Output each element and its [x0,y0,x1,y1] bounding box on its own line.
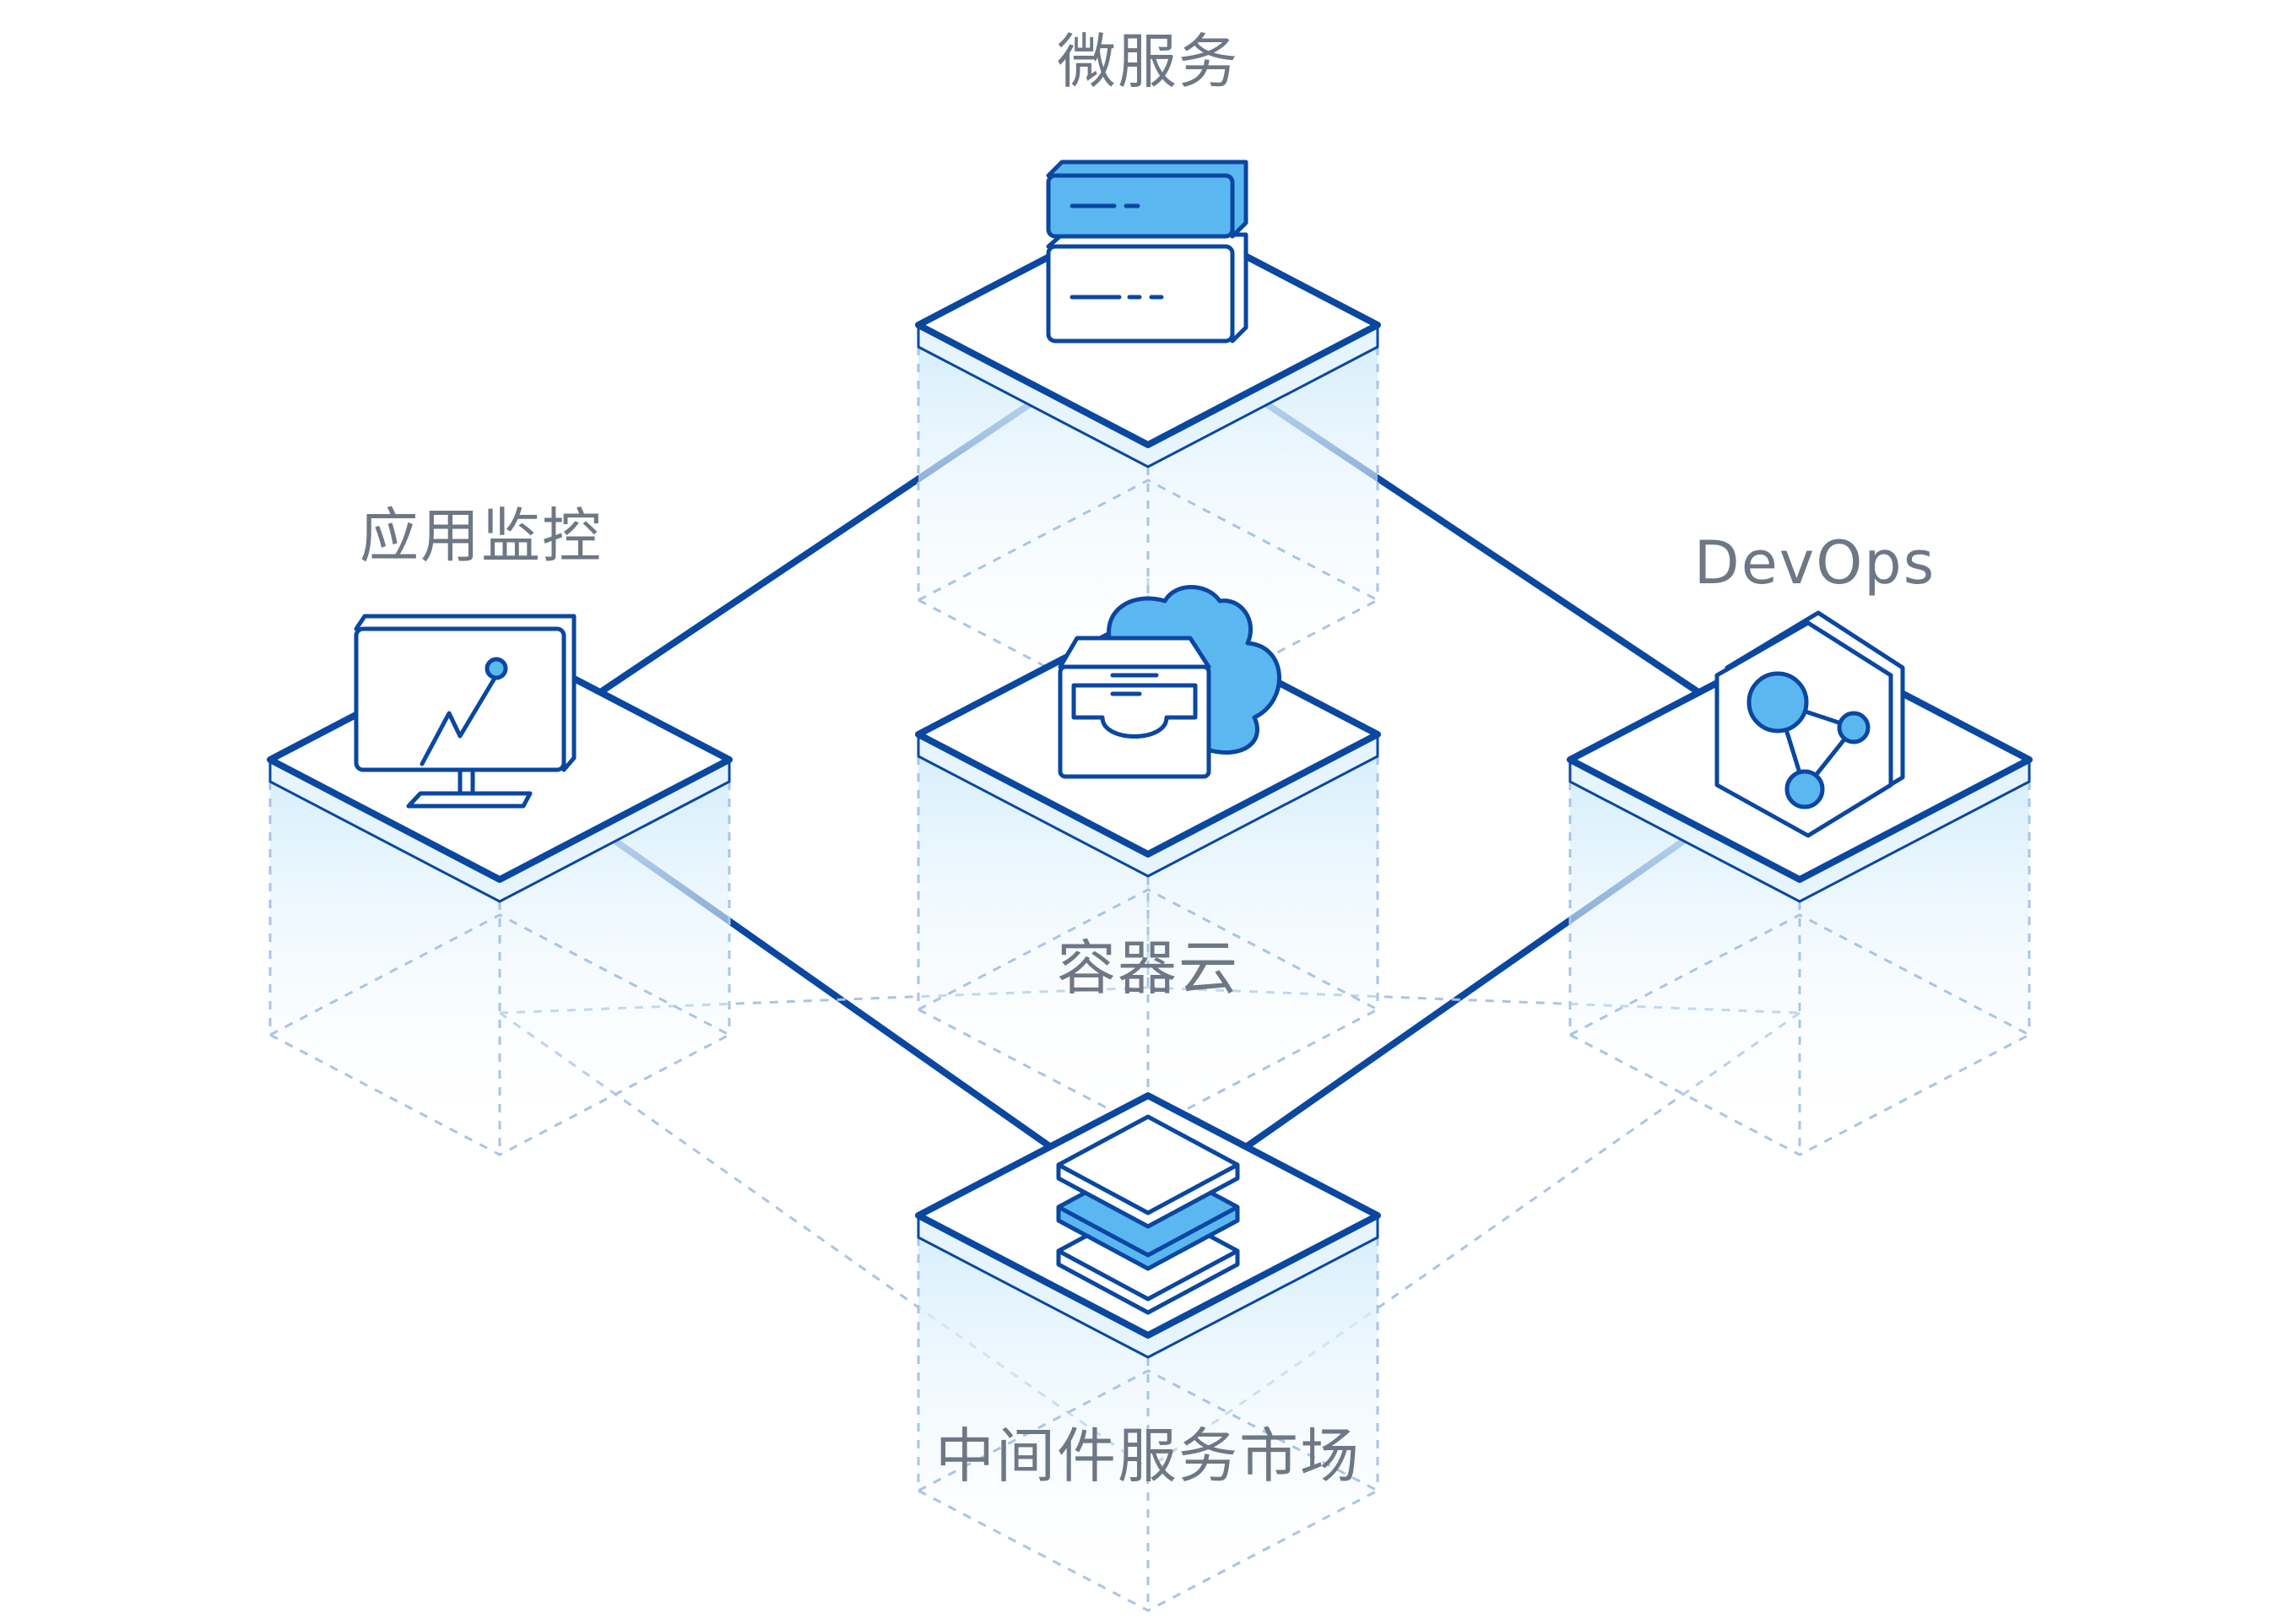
column-base [918,1489,1378,1612]
platform-column [918,756,1378,1129]
platform-column [270,782,729,1155]
monitor-chart-icon [354,614,577,809]
microservice-label: 微服务 [1057,27,1239,96]
column-base [1569,1033,2030,1156]
column-base [269,1033,730,1156]
icons [354,160,1905,1315]
platform-column [1570,782,2029,1155]
column-base-back [269,913,730,1037]
container-label: 容器云 [1057,934,1239,1003]
cloud-box-icon [1058,585,1281,779]
platform-column [918,1237,1378,1610]
platform-column [918,347,1378,720]
column-base-back [1569,913,2030,1037]
monitoring-label: 应用监控 [360,501,603,571]
devops-label: DevOps [1693,528,1936,598]
column-base-back [918,1369,1378,1492]
platform-microservice [915,202,1381,722]
column-base-back [918,479,1378,602]
server-stack-icon [1046,160,1248,344]
layers-stack-icon [1056,1114,1240,1315]
platform-devops [1567,636,2033,1156]
column-base-back [918,888,1378,1011]
platforms [267,202,2033,1612]
network-hexagon-icon [1714,610,1905,838]
middleware-label: 中间件服务市场 [935,1421,1361,1491]
